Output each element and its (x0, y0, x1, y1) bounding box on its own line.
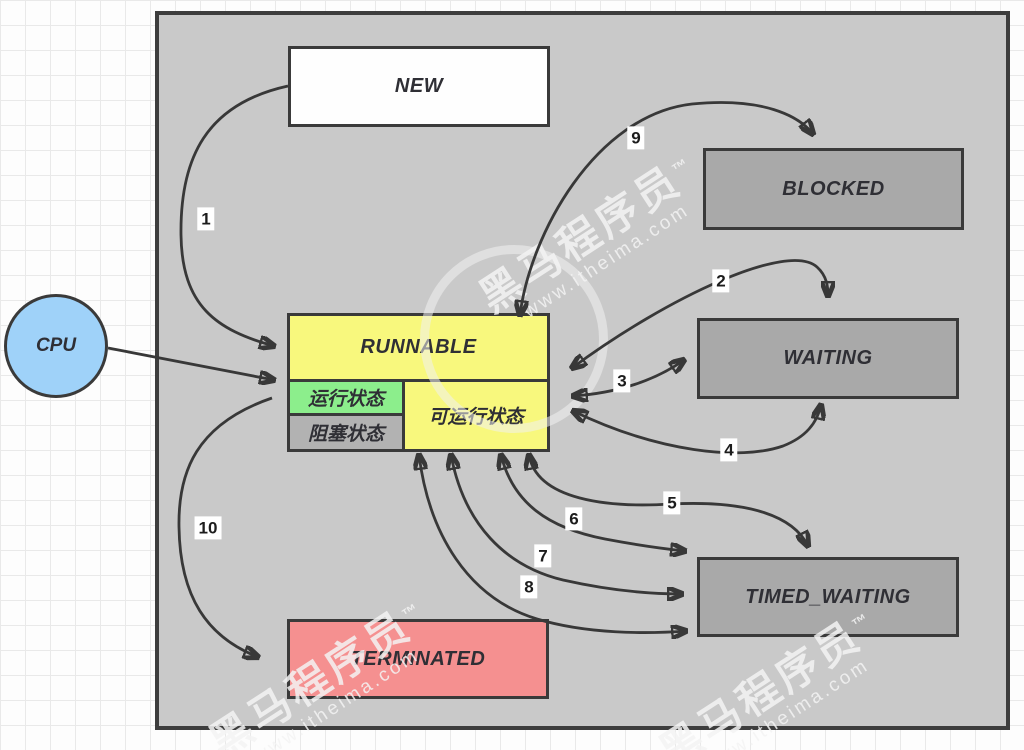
edge-label-8: 8 (520, 575, 538, 599)
state-timed-waiting-label: TIMED_WAITING (745, 585, 911, 608)
cpu-label: CPU (35, 335, 77, 356)
edge-label-9: 9 (627, 126, 645, 150)
state-runnable-running-substate: 运行状态 (287, 379, 405, 416)
edge-label-5: 5 (663, 491, 681, 515)
runnable-substate-label: 可运行状态 (428, 407, 524, 428)
state-waiting: WAITING (697, 318, 959, 399)
edge-label-3: 3 (613, 369, 631, 393)
edge-label-4: 4 (720, 438, 738, 462)
state-new-label: NEW (394, 75, 444, 97)
state-runnable-label: RUNNABLE (360, 336, 477, 358)
running-substate-label: 运行状态 (307, 389, 384, 410)
state-runnable: RUNNABLE (287, 313, 550, 382)
state-blocked: BLOCKED (703, 148, 964, 230)
state-runnable-runnable-substate: 可运行状态 (402, 379, 550, 452)
blocked-substate-label: 阻塞状态 (307, 424, 384, 445)
edge-label-7: 7 (534, 544, 552, 568)
edge-label-6: 6 (565, 507, 583, 531)
state-terminated: TERMINATED (287, 619, 549, 699)
edge-label-1: 1 (197, 207, 215, 231)
edge-label-10: 10 (194, 516, 222, 540)
state-terminated-label: TERMINATED (350, 647, 486, 670)
state-runnable-blocked-substate: 阻塞状态 (287, 413, 405, 452)
state-timed-waiting: TIMED_WAITING (697, 557, 959, 637)
edge-label-2: 2 (712, 269, 730, 293)
state-waiting-label: WAITING (783, 347, 873, 369)
state-new: NEW (288, 46, 550, 127)
cpu-node: CPU (4, 294, 108, 398)
state-blocked-label: BLOCKED (782, 177, 885, 200)
